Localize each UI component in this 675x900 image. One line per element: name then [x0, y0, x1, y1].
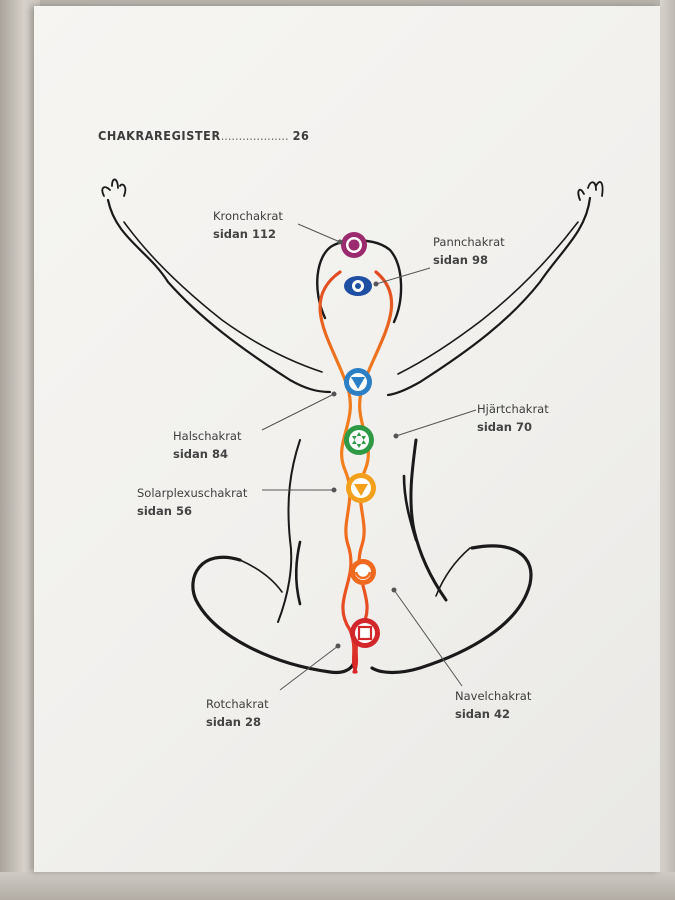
- label-page: sidan 42: [455, 707, 510, 721]
- label-name: Halschakrat: [173, 429, 242, 443]
- root-chakra-icon[interactable]: [350, 618, 380, 648]
- sacral-chakra-icon[interactable]: [350, 559, 376, 585]
- heart-chakra-icon[interactable]: [344, 425, 374, 455]
- label-page: sidan 112: [213, 227, 276, 241]
- label-hjartchakrat[interactable]: Hjärtchakrat sidan 70: [477, 400, 549, 436]
- label-name: Hjärtchakrat: [477, 402, 549, 416]
- toc-title: CHAKRAREGISTER: [98, 128, 221, 143]
- energy-helix: [318, 270, 394, 674]
- leader-lines: [261, 223, 477, 691]
- label-name: Solarplexuschakrat: [137, 486, 248, 500]
- label-page: sidan 84: [173, 447, 228, 461]
- label-name: Navelchakrat: [455, 689, 532, 703]
- label-page: sidan 70: [477, 420, 532, 434]
- facing-page-edge: [0, 0, 40, 900]
- label-name: Rotchakrat: [206, 697, 269, 711]
- throat-chakra-icon[interactable]: [344, 368, 372, 396]
- solar-plexus-chakra-icon[interactable]: [346, 473, 376, 503]
- label-name: Kronchakrat: [213, 209, 283, 223]
- label-page: sidan 98: [433, 253, 488, 267]
- body-outline: [101, 178, 604, 675]
- crown-chakra-icon[interactable]: [341, 232, 367, 258]
- toc-page-number: 26: [292, 128, 310, 143]
- label-page: sidan 56: [137, 504, 192, 518]
- label-solarplexuschakrat[interactable]: Solarplexuschakrat sidan 56: [137, 484, 247, 520]
- third-eye-chakra-icon[interactable]: [344, 276, 372, 296]
- label-page: sidan 28: [206, 715, 261, 729]
- toc-entry-chakraregister[interactable]: CHAKRAREGISTER...................26: [98, 128, 309, 143]
- page-right-edge: [660, 0, 675, 900]
- label-rotchakrat[interactable]: Rotchakrat sidan 28: [206, 695, 269, 731]
- label-halschakrat[interactable]: Halschakrat sidan 84: [173, 427, 241, 463]
- toc-leader-dots: ...................: [220, 128, 289, 143]
- page-bottom-edge: [0, 872, 675, 900]
- label-kronchakrat[interactable]: Kronchakrat sidan 112: [213, 207, 283, 243]
- label-navelchakrat[interactable]: Navelchakrat sidan 42: [455, 687, 531, 723]
- label-pannchakrat[interactable]: Pannchakrat sidan 98: [433, 233, 505, 269]
- label-name: Pannchakrat: [433, 235, 505, 249]
